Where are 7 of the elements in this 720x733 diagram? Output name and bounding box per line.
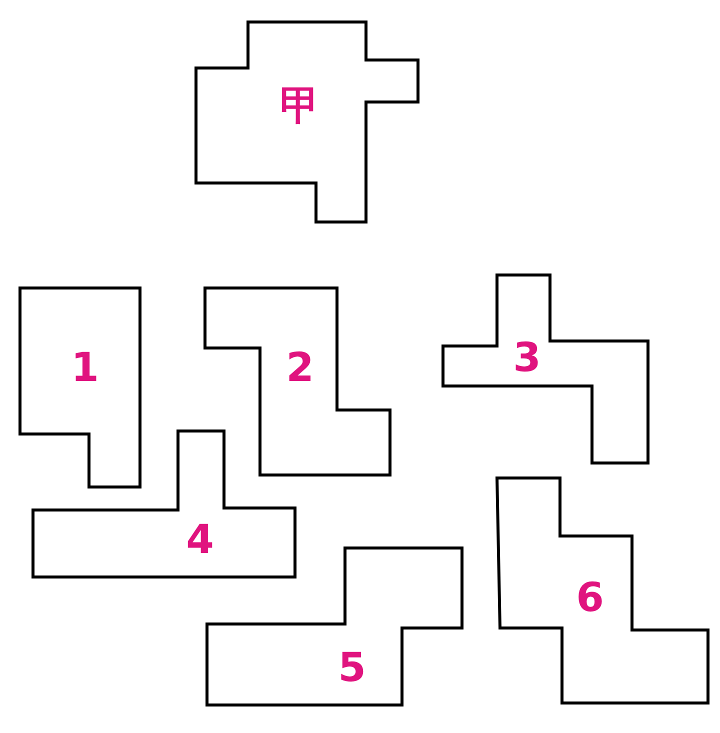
piece-label: 6 [576,578,604,618]
piece-label: 1 [71,348,99,388]
piece-label: 4 [186,520,214,560]
piece-label: 3 [513,338,541,378]
piece-label: 2 [286,348,314,388]
piece-label: 甲 [280,86,320,126]
piece-label: 5 [338,648,366,688]
